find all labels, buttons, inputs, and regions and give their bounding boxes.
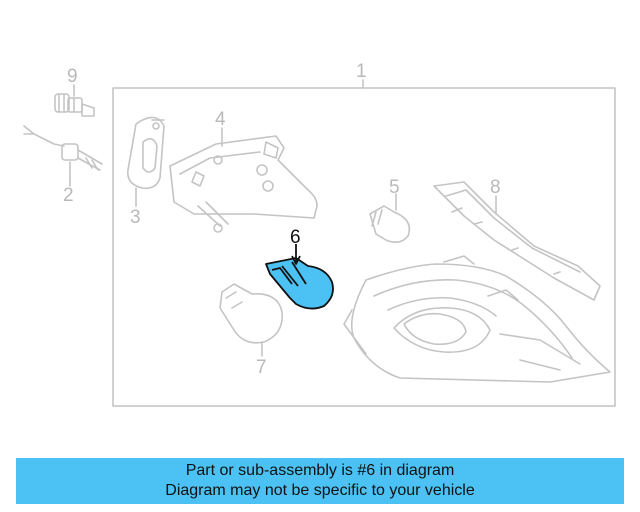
banner-line-disclaimer: Diagram may not be specific to your vehi… xyxy=(165,482,475,499)
callout-8: 8 xyxy=(490,177,501,198)
part-6-bulb-highlighted xyxy=(265,244,334,310)
callout-9: 9 xyxy=(67,66,78,87)
part-1-lamp xyxy=(343,255,611,383)
assembly-outline xyxy=(112,87,616,407)
callout-4: 4 xyxy=(215,109,226,130)
callout-5: 5 xyxy=(389,177,400,198)
callout-1: 1 xyxy=(356,61,367,82)
callout-2: 2 xyxy=(63,185,74,206)
part-9-socket xyxy=(54,84,95,117)
part-7-bulb xyxy=(219,283,283,357)
part-3-gasket xyxy=(126,116,165,207)
part-5-bulb xyxy=(369,193,411,244)
parts-diagram: 1 9 2 3 4 5 8 6 7 xyxy=(23,61,616,407)
part-2-harness xyxy=(23,125,103,179)
part-8-strip xyxy=(433,181,601,301)
callout-6: 6 xyxy=(290,227,301,248)
part-4-bracket xyxy=(169,127,318,233)
callout-3: 3 xyxy=(130,207,141,228)
info-banner: Part or sub-assembly is #6 in diagram Di… xyxy=(16,458,624,504)
callout-7: 7 xyxy=(256,357,267,378)
banner-line-part: Part or sub-assembly is #6 in diagram xyxy=(185,462,455,479)
